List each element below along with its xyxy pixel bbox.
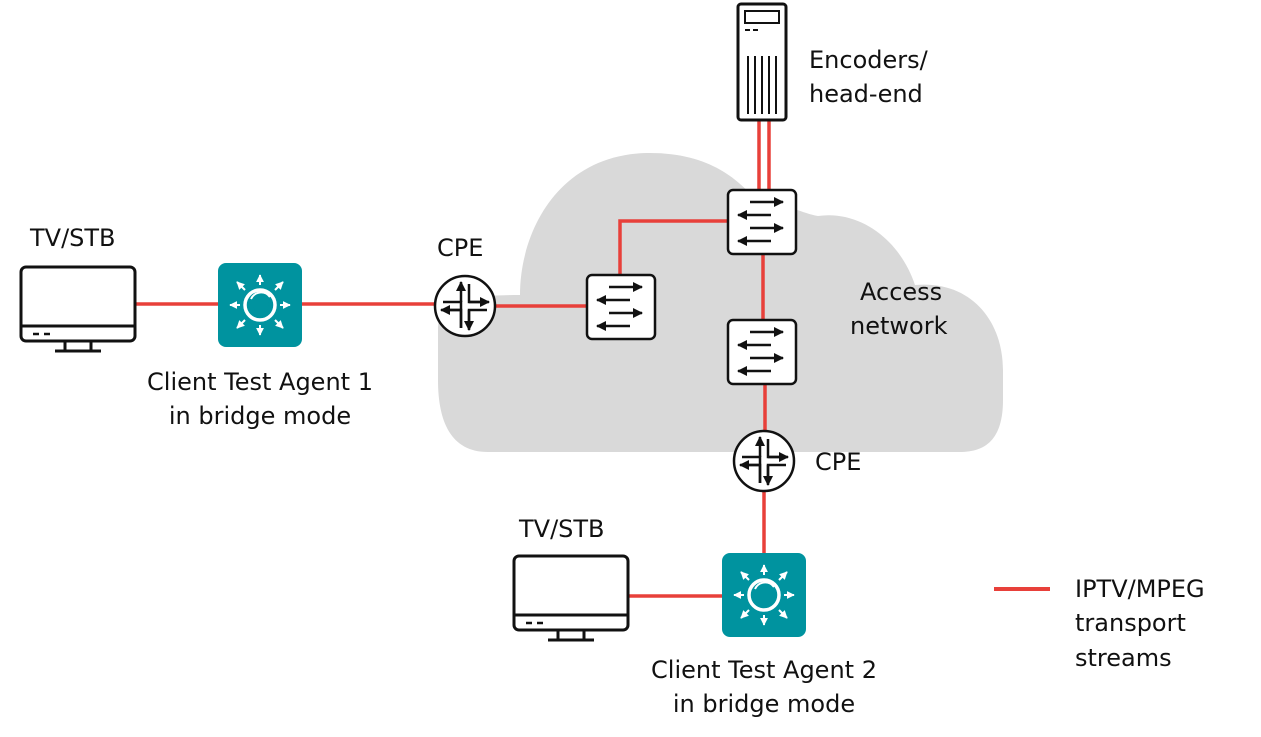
cpe-bottom-label: CPE bbox=[815, 448, 861, 476]
cpe-bottom-router-icon[interactable] bbox=[734, 431, 794, 491]
agent2-test-agent-icon[interactable] bbox=[722, 553, 806, 637]
legend-label-line1: IPTV/MPEG bbox=[1075, 575, 1205, 603]
switch-mid-right-icon[interactable] bbox=[728, 320, 796, 384]
switch-top-icon[interactable] bbox=[728, 190, 796, 254]
agent1-label-line2: in bridge mode bbox=[169, 402, 351, 430]
agent1-test-agent-icon[interactable] bbox=[218, 263, 302, 347]
encoder-server-icon[interactable] bbox=[736, 2, 788, 122]
legend-label-line3: streams bbox=[1075, 644, 1172, 672]
tv-left-label: TV/STB bbox=[29, 224, 116, 252]
agent2-label-line1: Client Test Agent 2 bbox=[651, 656, 877, 684]
agent2-label-line2: in bridge mode bbox=[673, 690, 855, 718]
iptv-links bbox=[135, 120, 771, 598]
agent1-label-line1: Client Test Agent 1 bbox=[147, 368, 373, 396]
tv-bottom-monitor-icon[interactable] bbox=[512, 554, 630, 642]
cloud-label-line1: Access bbox=[860, 278, 942, 306]
legend-label-line2: transport bbox=[1075, 609, 1186, 637]
cloud-label-line2: network bbox=[850, 312, 948, 340]
cpe-left-router-icon[interactable] bbox=[435, 276, 495, 336]
access-network-cloud bbox=[438, 153, 1003, 452]
tv-bottom-label: TV/STB bbox=[518, 515, 605, 543]
switch-mid-left-icon[interactable] bbox=[587, 275, 655, 339]
encoder-label-line1: Encoders/ bbox=[809, 46, 929, 74]
link-switch-top-switch-left bbox=[618, 219, 728, 276]
tv-left-monitor-icon[interactable] bbox=[19, 265, 137, 353]
cpe-left-label: CPE bbox=[437, 234, 483, 262]
legend: IPTV/MPEG transport streams bbox=[994, 575, 1205, 672]
encoder-label-line2: head-end bbox=[809, 80, 923, 108]
